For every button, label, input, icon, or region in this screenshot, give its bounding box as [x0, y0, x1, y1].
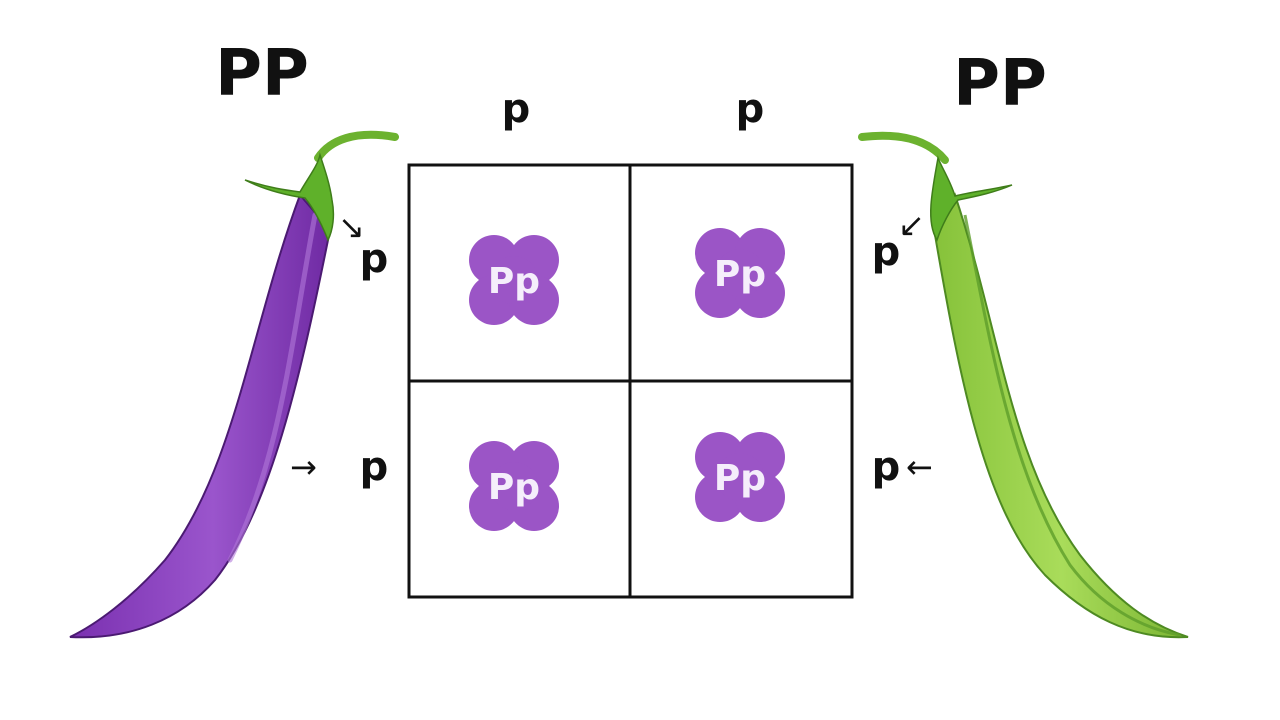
cell-genotype: Pp: [488, 467, 540, 508]
arrow-right-icon: →: [290, 448, 317, 486]
cell-top-right: Pp: [695, 228, 785, 318]
arrow-down-right-icon: ↘: [338, 208, 365, 246]
left-allele-1: p: [360, 236, 389, 282]
green-pea-pod-icon: [858, 131, 1189, 639]
top-allele-1: p: [502, 86, 531, 132]
cell-genotype: Pp: [488, 261, 540, 302]
right-allele-1: p: [872, 229, 901, 275]
top-allele-2: p: [736, 86, 765, 132]
cell-bottom-right: Pp: [695, 432, 785, 522]
left-allele-2: p: [360, 444, 389, 490]
right-parent-genotype: PP: [953, 47, 1047, 121]
arrow-left-icon: ←: [906, 448, 933, 486]
cell-bottom-left: Pp: [469, 441, 559, 531]
cell-top-left: Pp: [469, 235, 559, 325]
cell-genotype: Pp: [714, 458, 766, 499]
cell-genotype: Pp: [714, 254, 766, 295]
purple-pea-pod-icon: [69, 130, 399, 639]
right-allele-2: p: [872, 444, 901, 490]
punnett-square: [407, 163, 854, 599]
arrow-down-left-icon: ↙: [898, 206, 925, 244]
left-parent-genotype: PP: [215, 37, 309, 111]
